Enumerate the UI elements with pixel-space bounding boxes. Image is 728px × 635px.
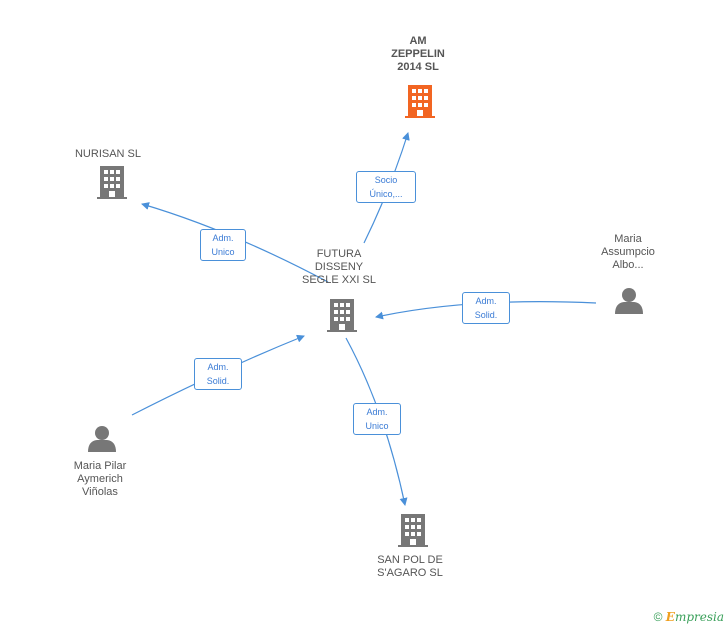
person-icon bbox=[615, 288, 643, 314]
copyright-symbol: © bbox=[653, 610, 663, 624]
node-label-nurisan[interactable]: NURISAN SL bbox=[74, 148, 142, 160]
edge-label-adm-unico-nurisan: Adm. Unico bbox=[200, 229, 246, 261]
building-icon bbox=[97, 166, 127, 199]
building-icon bbox=[327, 299, 357, 332]
node-label-am-zeppelin[interactable]: AM ZEPPELIN 2014 SL bbox=[391, 35, 445, 73]
person-icon bbox=[88, 426, 116, 452]
building-icon bbox=[398, 514, 428, 547]
node-label-futura[interactable]: FUTURA DISSENY SEGLE XXI SL bbox=[302, 248, 376, 286]
node-label-maria-pilar[interactable]: Maria Pilar Aymerich Viñolas bbox=[73, 460, 127, 498]
edge-label-socio-unico: Socio Único,... bbox=[356, 171, 416, 203]
brand-logo: Empresia bbox=[665, 610, 724, 624]
building-icon bbox=[405, 85, 435, 118]
node-label-san-pol[interactable]: SAN POL DE S'AGARO SL bbox=[377, 554, 443, 579]
edge-label-adm-unico-sanpol: Adm. Unico bbox=[353, 403, 401, 435]
node-label-maria-assumpcio[interactable]: Maria Assumpcio Albo... bbox=[601, 233, 655, 271]
footer-brand: © Empresia bbox=[654, 610, 724, 624]
edge-label-adm-solid-pilar: Adm. Solid. bbox=[194, 358, 242, 390]
edge-label-adm-solid-assumpcio: Adm. Solid. bbox=[462, 292, 510, 324]
